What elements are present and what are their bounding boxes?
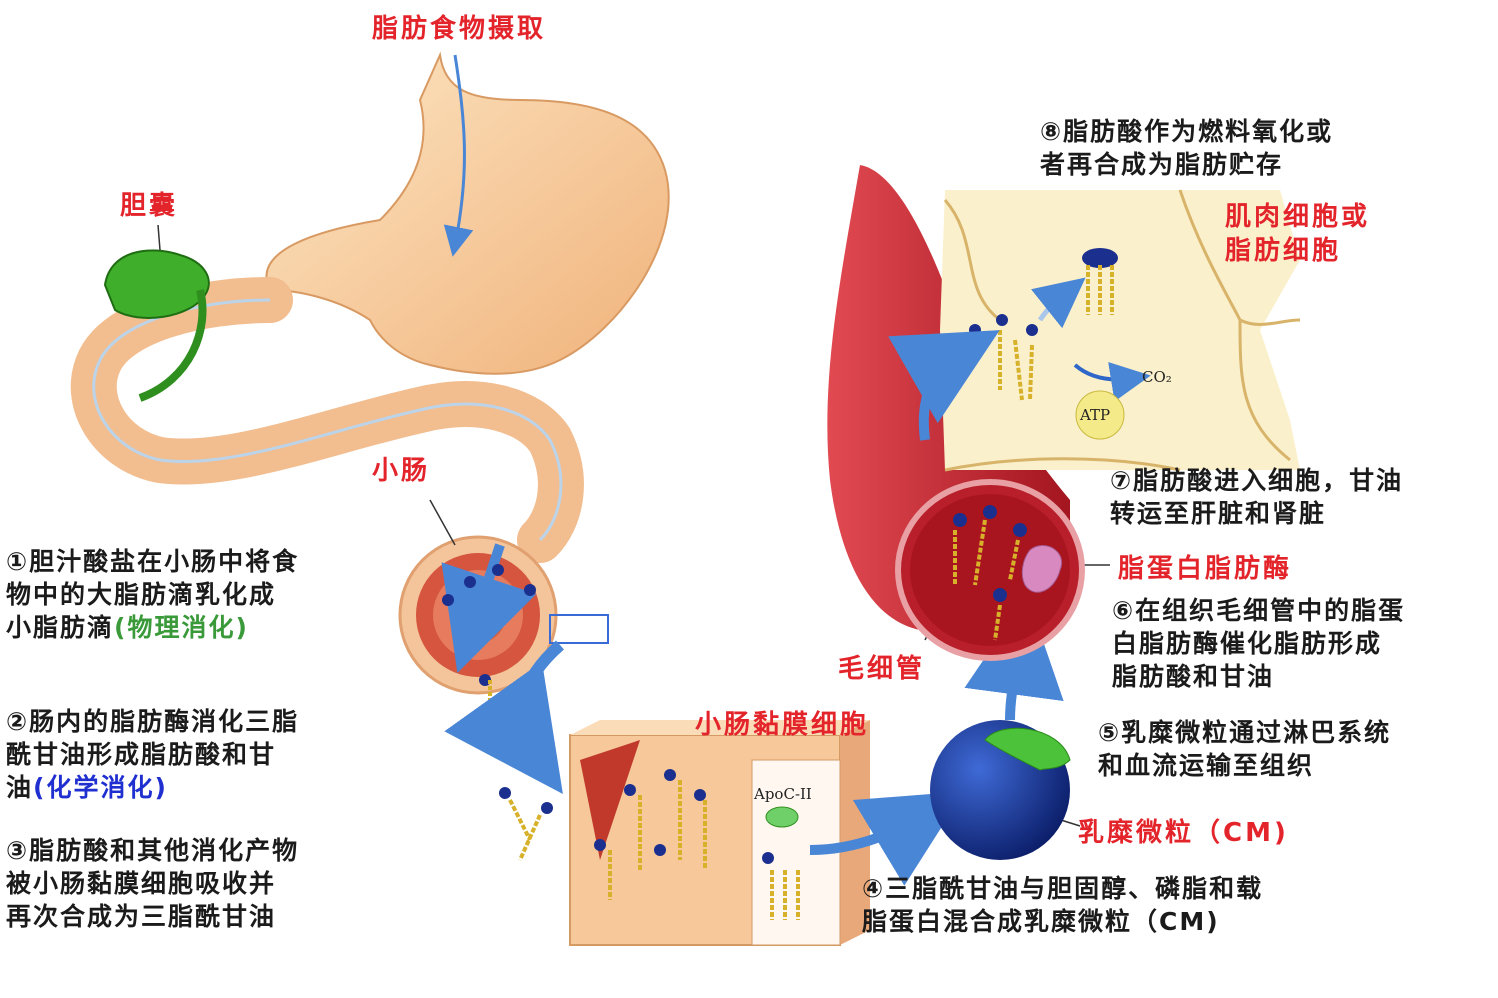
gallbladder [103,224,210,402]
step-2-text: ②肠内的脂肪酶消化三脂 酰甘油形成脂肪酸和甘 油(化学消化) [6,672,299,804]
lipoprotein-lipase-label: 脂蛋白脂肪酶 [1118,554,1293,584]
tissue-cell [940,189,1301,472]
capillary-label: 毛细管 [838,654,926,684]
arrow-to-tissue [888,330,1000,441]
step-5-text: ⑤乳糜微粒通过淋巴系统 和血流运输至组织 [1098,718,1392,780]
stomach [265,51,670,375]
mucosal-cell-block [569,720,870,946]
step-1-text: ①胆汁酸盐在小肠中将食 物中的大脂肪滴乳化成 小脂肪滴(物理消化) [6,512,299,644]
small-intestine-label: 小肠 [372,456,431,486]
step-1-main: ①胆汁酸盐在小肠中将食 物中的大脂肪滴乳化成 小脂肪滴 [6,547,300,642]
step-3-text: ③脂肪酸和其他消化产物 被小肠黏膜细胞吸收并 再次合成为三脂酰甘油 [6,836,300,931]
step-2-main: ②肠内的脂肪酶消化三脂 酰甘油形成脂肪酸和甘 油 [6,707,300,802]
gallbladder-label: 胆囊 [120,191,179,221]
step-4-text: ④三脂酰甘油与胆固醇、磷脂和载 脂蛋白混合成乳糜微粒（CM) [862,874,1264,936]
free-fatty-acids [499,787,553,861]
magnify-box [549,614,609,644]
mucosal-cell-label: 小肠黏膜细胞 [695,710,870,740]
step-2-tag: (化学消化) [33,773,168,802]
small-intestine [70,277,584,563]
step-8-text: ⑧脂肪酸作为燃料氧化或 者再合成为脂肪贮存 [1040,117,1334,179]
co2-label: CO₂ [1142,368,1172,386]
diagram-title: 脂肪食物摄取 [372,14,547,44]
apoc-label: ApoC-II [754,785,812,803]
atp-label: ATP [1080,406,1111,424]
chylomicron-label: 乳糜微粒（CM) [1078,818,1289,848]
step-7-text: ⑦脂肪酸进入细胞，甘油 转运至肝脏和肾脏 [1110,466,1404,528]
step-1-tag: (物理消化) [114,613,249,642]
intestine-leader [429,499,456,546]
arrow-to-cell [444,640,565,795]
step-6-text: ⑥在组织毛细管中的脂蛋 白脂肪酶催化脂肪形成 脂肪酸和甘油 [1112,596,1406,691]
intestine-cross-section [398,535,558,720]
arrow-to-cm [809,791,965,886]
muscle-fat-cell-label: 肌肉细胞或 脂肪细胞 [1225,202,1371,266]
chylomicron-sphere [930,720,1071,860]
